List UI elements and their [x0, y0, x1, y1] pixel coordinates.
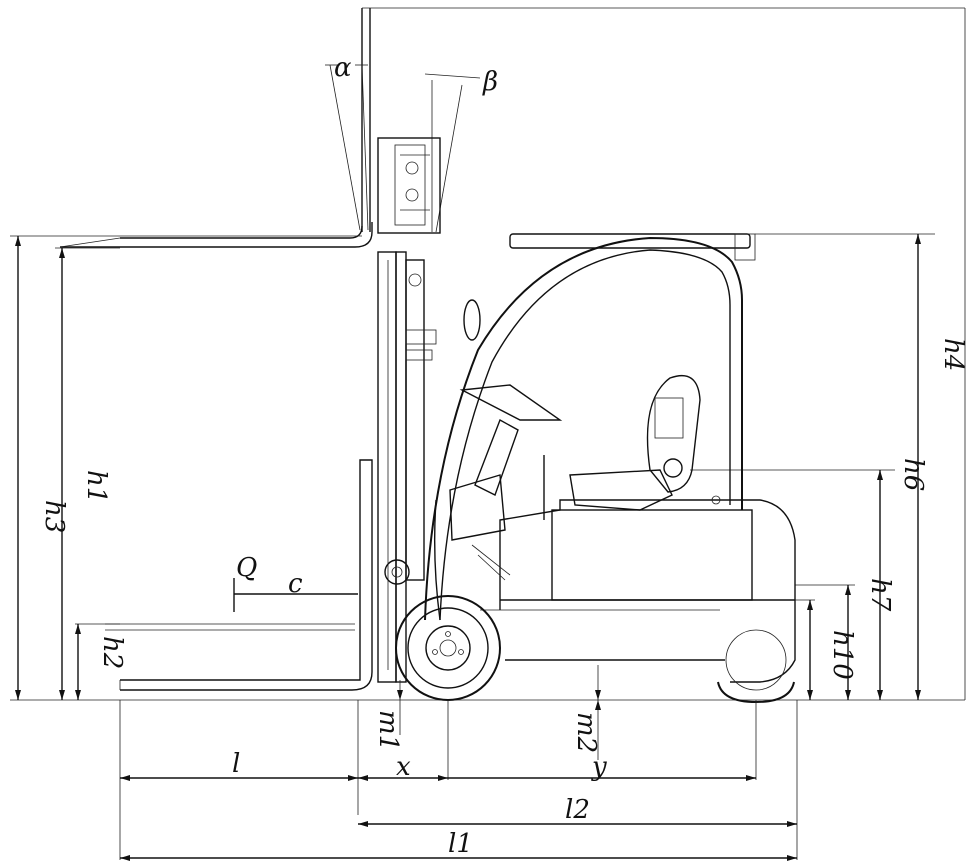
front-wheel — [395, 595, 501, 701]
label-m2: m2 — [571, 712, 601, 753]
rear-wheel — [717, 629, 795, 704]
raised-carriage — [377, 137, 441, 234]
mast — [377, 251, 437, 683]
beta-tilt-lines — [424, 73, 481, 233]
label-l1: l1 — [448, 829, 473, 859]
label-h3: h3 — [39, 500, 69, 533]
label-l2: l2 — [565, 795, 590, 825]
load-centre — [233, 578, 358, 612]
seat — [569, 374, 701, 511]
label-m1: m1 — [373, 710, 403, 751]
label-c: c — [288, 569, 303, 599]
alpha-tilt-lines — [325, 64, 369, 231]
lowered-fork — [105, 459, 373, 691]
truck-body — [471, 455, 796, 683]
raised-fork — [59, 222, 373, 248]
bottom-dimensions — [120, 775, 797, 861]
label-h10: h10 — [827, 630, 857, 680]
label-x: x — [396, 752, 411, 782]
label-alpha: α — [334, 53, 352, 83]
vertical-arrowheads — [15, 234, 921, 710]
label-Q: Q — [236, 553, 257, 583]
left-vertical-dimensions — [17, 236, 79, 700]
label-h4: h4 — [938, 338, 967, 371]
label-beta: β — [482, 67, 498, 97]
label-y: y — [591, 752, 607, 782]
raised-mast-outline — [361, 7, 966, 700]
overhead-guard — [424, 233, 756, 621]
steering — [433, 384, 563, 621]
label-h2: h2 — [97, 636, 127, 669]
right-vertical-dimensions — [809, 234, 919, 700]
label-h7: h7 — [865, 578, 895, 612]
label-h1: h1 — [81, 470, 111, 503]
label-h6: h6 — [898, 458, 928, 491]
label-l: l — [232, 749, 240, 779]
